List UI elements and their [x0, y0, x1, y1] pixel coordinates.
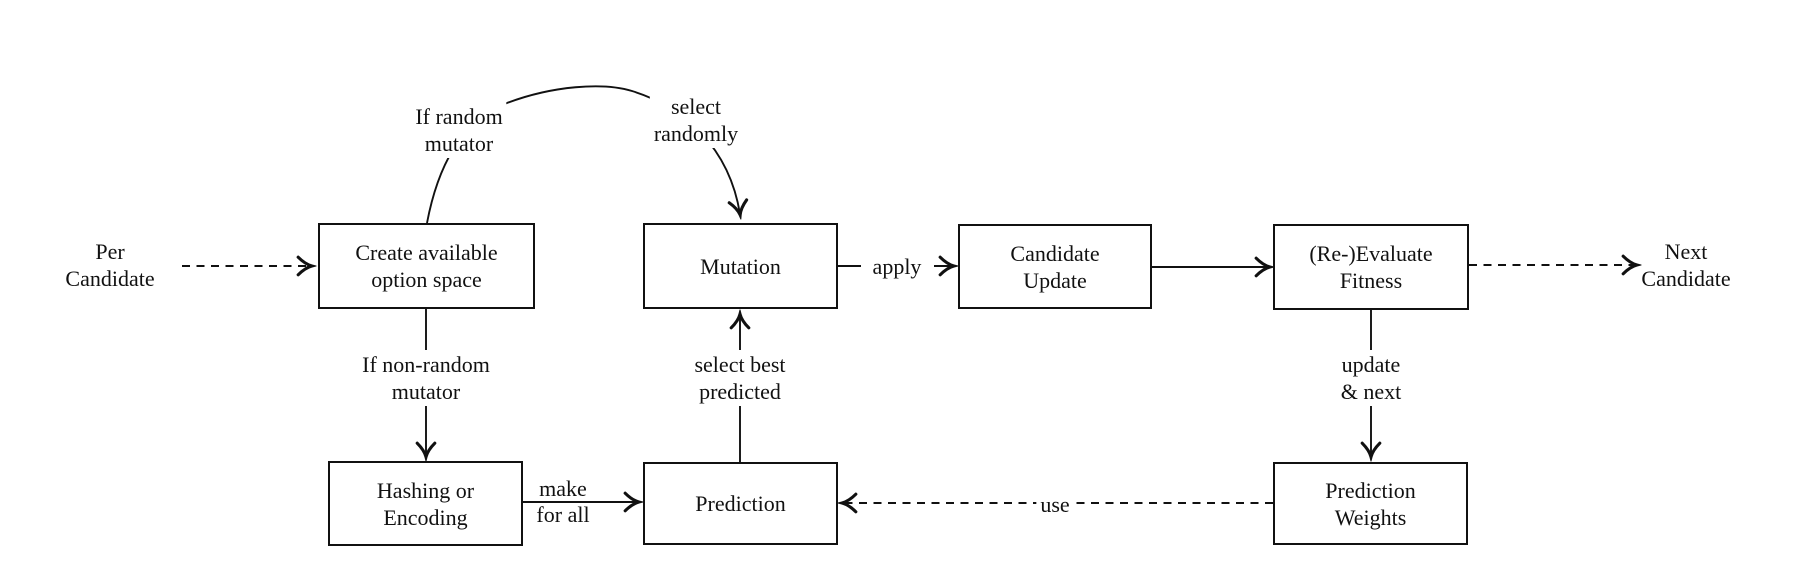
node-prediction-weights-line2: Weights	[1334, 504, 1407, 530]
label-next-candidate: Next Candidate	[1641, 239, 1731, 291]
label-if-random-mutator: If random mutator	[411, 102, 507, 158]
node-reevaluate-fitness-line1: (Re-)Evaluate	[1309, 241, 1433, 266]
node-create-option-space-line1: Create available	[355, 240, 498, 265]
node-mutation-label: Mutation	[700, 253, 781, 279]
label-use: use	[1036, 490, 1074, 519]
node-prediction-label: Prediction	[695, 491, 786, 516]
node-hashing-encoding-line2: Encoding	[383, 504, 468, 530]
node-candidate-update-line1: Candidate	[1010, 240, 1100, 266]
node-candidate-update: Candidate Update	[958, 224, 1152, 309]
label-per-candidate: Per Candidate	[65, 239, 155, 291]
node-reevaluate-fitness: (Re-)Evaluate Fitness	[1273, 224, 1469, 310]
label-select-randomly: select randomly	[649, 92, 743, 148]
node-mutation: Mutation	[643, 223, 838, 309]
label-make-for-all: make for all	[536, 476, 590, 527]
node-hashing-encoding: Hashing or Encoding	[328, 461, 523, 546]
node-reevaluate-fitness-line2: Fitness	[1339, 268, 1403, 293]
label-apply: apply	[872, 254, 922, 279]
node-prediction-weights-line1: Prediction	[1325, 477, 1416, 503]
label-if-non-random-mutator: If non-random mutator	[358, 350, 494, 406]
node-candidate-update-line2: Update	[1023, 267, 1087, 293]
node-prediction: Prediction	[643, 462, 838, 545]
node-create-option-space-line2: option space	[371, 267, 482, 292]
label-update-and-next: update & next	[1336, 350, 1406, 406]
node-hashing-encoding-line1: Hashing or	[376, 477, 475, 503]
label-select-best-predicted: select best predicted	[690, 350, 790, 406]
node-prediction-weights: Prediction Weights	[1273, 462, 1468, 545]
node-create-option-space: Create available option space	[318, 223, 535, 309]
